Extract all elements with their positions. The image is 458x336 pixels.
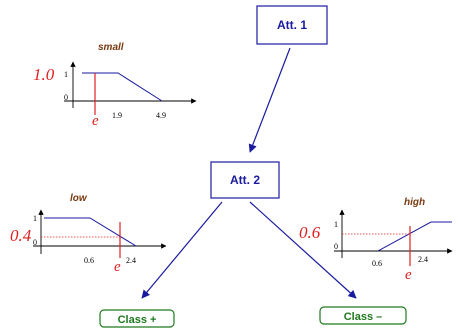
- att2-node[interactable]: Att. 2: [210, 161, 280, 199]
- plot-high-y1-tick: 1: [334, 220, 338, 229]
- class-plus-leaf[interactable]: Class +: [99, 309, 175, 328]
- att1-label: Att. 1: [277, 18, 307, 32]
- plot-high-x-tick-b: 2.4: [418, 255, 428, 264]
- att1-node[interactable]: Att. 1: [256, 5, 328, 45]
- plot-low-value: 0.4: [10, 226, 32, 245]
- plot-high-label: high: [404, 197, 425, 208]
- plot-low-label: low: [70, 193, 88, 204]
- plot-high-e-label: e: [405, 267, 412, 283]
- plot-small-value: 1.0: [33, 65, 55, 84]
- membership-plot-low: low 1 0 0.4 e 0.6 2.4: [10, 193, 167, 275]
- class-plus-label: Class +: [118, 314, 157, 326]
- membership-plot-small: small 1 0 1.0 e 1.9 4.9: [33, 42, 197, 129]
- plot-high-membership-curve: [377, 221, 452, 252]
- plot-low-x-tick-a: 0.6: [84, 256, 94, 265]
- plot-low-e-label: e: [114, 259, 121, 275]
- plot-low-y1-tick: 1: [33, 214, 37, 223]
- plot-small-membership-curve: [82, 72, 163, 102]
- plot-small-y0-tick: 0: [64, 93, 68, 102]
- plot-low-y0-tick: 0: [33, 238, 37, 247]
- plot-high-x-tick-a: 0.6: [372, 259, 382, 268]
- plot-small-e-label: e: [92, 113, 99, 129]
- plot-low-x-tick-b: 2.4: [126, 256, 136, 265]
- plot-high-value: 0.6: [299, 223, 321, 242]
- plot-high-y0-tick: 0: [334, 242, 338, 251]
- class-minus-label: Class –: [344, 311, 383, 323]
- edge-att2-class-minus: [249, 201, 357, 299]
- plot-low-membership-curve: [44, 217, 137, 247]
- edge-att2-class-plus: [141, 201, 223, 299]
- plot-small-x-tick-a: 1.9: [112, 111, 122, 120]
- plot-small-y1-tick: 1: [64, 70, 68, 79]
- membership-plot-high: high 1 0 0.6 e 0.6 2.4: [299, 197, 453, 283]
- edge-att1-att2: [248, 47, 291, 153]
- plot-small-label: small: [98, 42, 124, 53]
- att2-label: Att. 2: [230, 173, 260, 187]
- class-minus-leaf[interactable]: Class –: [319, 306, 407, 325]
- plot-small-x-tick-b: 4.9: [156, 111, 166, 120]
